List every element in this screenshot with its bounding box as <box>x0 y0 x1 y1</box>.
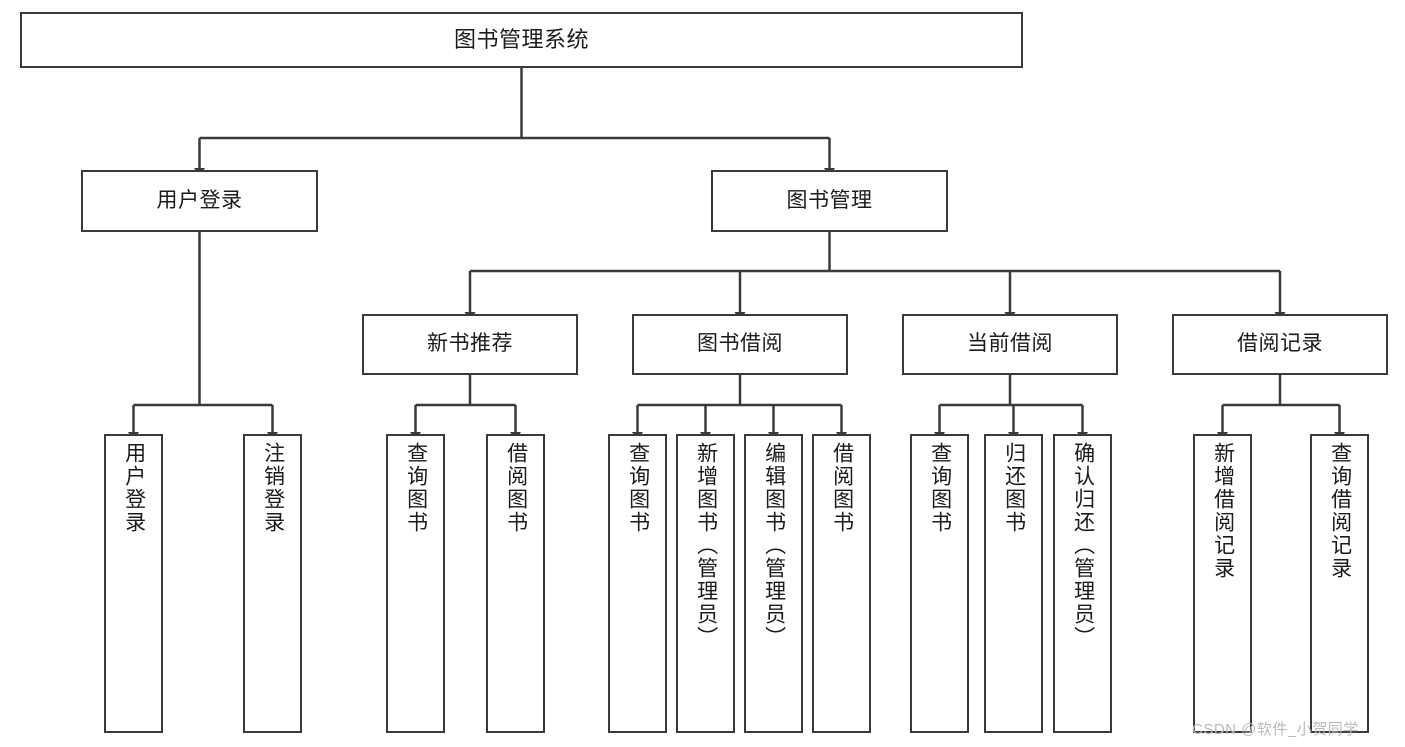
node-leaf-user-login[interactable]: 用户登录 <box>104 434 163 733</box>
node-new-book-recommend[interactable]: 新书推荐 <box>362 314 578 375</box>
node-label: 图书管理系统 <box>453 27 589 53</box>
node-user-login-module[interactable]: 用户登录 <box>81 170 318 232</box>
node-label: 图书借阅 <box>697 332 783 356</box>
node-label: 查询借阅记录 <box>1328 442 1352 580</box>
node-book-management-module[interactable]: 图书管理 <box>711 170 948 232</box>
node-label: 借阅图书 <box>504 442 528 534</box>
node-label: 借阅图书 <box>830 442 854 534</box>
node-label: 归还图书 <box>1002 442 1026 534</box>
node-label: 用户登录 <box>156 188 243 212</box>
node-label: 确认归还（管理员） <box>1071 442 1095 649</box>
node-leaf-new-query-book[interactable]: 查询图书 <box>386 434 445 733</box>
node-leaf-record-add[interactable]: 新增借阅记录 <box>1193 434 1252 733</box>
node-leaf-new-borrow-book[interactable]: 借阅图书 <box>486 434 545 733</box>
node-leaf-current-return-book[interactable]: 归还图书 <box>984 434 1043 733</box>
node-leaf-current-query-book[interactable]: 查询图书 <box>910 434 969 733</box>
watermark: CSDN @软件_小贺同学 <box>1192 721 1359 738</box>
node-borrow-record[interactable]: 借阅记录 <box>1172 314 1388 375</box>
node-label: 注销登录 <box>261 442 285 534</box>
node-label: 用户登录 <box>122 442 146 534</box>
node-label: 新增借阅记录 <box>1211 442 1235 580</box>
node-leaf-borrow-edit-book[interactable]: 编辑图书（管理员） <box>744 434 803 733</box>
node-label: 图书管理 <box>786 188 873 212</box>
node-leaf-borrow-lend-book[interactable]: 借阅图书 <box>812 434 871 733</box>
node-label: 查询图书 <box>928 442 952 534</box>
node-leaf-borrow-add-book[interactable]: 新增图书（管理员） <box>676 434 735 733</box>
node-leaf-borrow-query-book[interactable]: 查询图书 <box>608 434 667 733</box>
node-label: 查询图书 <box>626 442 650 534</box>
node-leaf-current-confirm-return[interactable]: 确认归还（管理员） <box>1053 434 1112 733</box>
node-root[interactable]: 图书管理系统 <box>20 12 1023 68</box>
node-label: 查询图书 <box>404 442 428 534</box>
node-book-borrow[interactable]: 图书借阅 <box>632 314 848 375</box>
node-label: 新增图书（管理员） <box>694 442 718 649</box>
node-label: 编辑图书（管理员） <box>762 442 786 649</box>
node-leaf-record-query[interactable]: 查询借阅记录 <box>1310 434 1369 733</box>
node-label: 当前借阅 <box>967 332 1053 356</box>
node-label: 新书推荐 <box>427 332 513 356</box>
node-label: 借阅记录 <box>1237 332 1323 356</box>
node-leaf-user-logout[interactable]: 注销登录 <box>243 434 302 733</box>
node-current-borrow[interactable]: 当前借阅 <box>902 314 1118 375</box>
